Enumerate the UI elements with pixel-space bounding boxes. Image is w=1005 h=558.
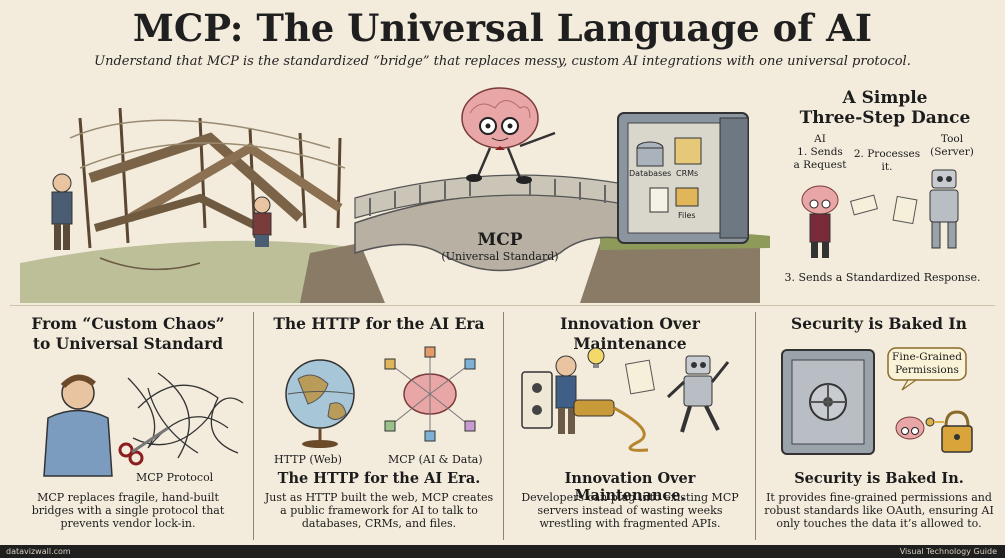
left-rock (300, 243, 385, 303)
footer-bar: datavizwall.com Visual Technology Guide (0, 545, 1005, 558)
panel3-body: Developers can plug into existing MCP se… (508, 491, 752, 530)
panel-http: The HTTP for the AI Era (258, 314, 500, 542)
dance-title-line1: A Simple (842, 88, 928, 108)
panel-innovation: Innovation Over Maintenance (508, 314, 752, 542)
right-rock (580, 238, 760, 303)
stone-bridge-icon (354, 174, 646, 272)
ai-brain-icon (801, 185, 839, 258)
frustrated-person-icon (51, 173, 73, 250)
vault-label-files: Files (678, 211, 696, 220)
globe-icon (285, 359, 355, 448)
step2-line2: it. (881, 161, 893, 173)
panel1-body-line2: bridges with a single protocol that (31, 504, 225, 517)
panel2-title: The HTTP for the AI Era (273, 314, 485, 333)
panel1-illustration (43, 372, 244, 477)
permissions-bubble: Fine-Grained Permissions (888, 351, 966, 377)
brain-character-icon (461, 87, 556, 184)
panel3-body-line1: Developers can plug into existing MCP (521, 491, 739, 504)
footer-tagline: Visual Technology Guide (899, 547, 997, 556)
panel2-body-line1: Just as HTTP built the web, MCP creates (264, 491, 494, 504)
panel4-caption: Security is Baked In. (794, 470, 964, 487)
api-scroll-icon (624, 359, 656, 395)
panel4-body: It provides fine-grained permissions and… (760, 491, 998, 530)
scissors-icon (118, 426, 169, 466)
developer-person-icon (555, 355, 577, 434)
column-divider-3 (755, 312, 756, 540)
speech-bubble-icon (887, 347, 967, 391)
step2-line1: 2. Processes (853, 148, 921, 160)
vault-label-crms: CRMs (676, 169, 698, 178)
ai-network-brain-icon (384, 346, 476, 442)
hero-scene: Databases CRMs Files (20, 87, 959, 303)
bubble-line2: Permissions (895, 364, 959, 376)
panel-security: Security is Baked In (760, 314, 998, 542)
step1-line1: 1. Sends (797, 146, 843, 158)
worker-person-icon (252, 196, 272, 247)
panel3-body-line3: wrestling with fragmented APIs. (539, 517, 721, 530)
panel1-title-line1: From “Custom Chaos” (31, 314, 225, 333)
column-divider-1 (253, 312, 254, 540)
small-brain-icon (895, 416, 925, 440)
key-icon (925, 417, 944, 427)
data-vault-icon (617, 112, 749, 244)
step-tool: Tool (Server) (922, 133, 982, 159)
panel3-body-line2: servers instead of wasting weeks (537, 504, 723, 517)
panel4-body-line1: It provides fine-grained permissions and (766, 491, 992, 504)
panel2-body-line2: a public framework for AI to talk to (280, 504, 478, 517)
step1-line2: a Request (793, 159, 847, 171)
panel3-title: Innovation Over Maintenance (560, 314, 700, 353)
dancing-robot-icon (666, 355, 730, 433)
vault-label-databases: Databases (629, 169, 671, 178)
panel2-body-line3: databases, CRMs, and files. (301, 517, 457, 530)
panel2-body: Just as HTTP built the web, MCP creates … (258, 491, 500, 530)
panel1-illustration-label: MCP Protocol (136, 471, 214, 484)
vault-door-icon (781, 349, 875, 455)
panel-custom-chaos: From “Custom Chaos” to Universal Standar… (8, 314, 248, 542)
column-divider-2 (503, 312, 504, 540)
footer-site-link[interactable]: datavizwall.com (6, 547, 71, 556)
panel4-illustration (781, 347, 973, 455)
panel1-body-line3: prevents vendor lock-in. (60, 517, 196, 530)
page-title: MCP: The Universal Language of AI (132, 6, 873, 50)
panel1-title: From “Custom Chaos” to Universal Standar… (8, 314, 248, 354)
panel3-illustration (521, 347, 730, 452)
panel1-title-line2: to Universal Standard (32, 334, 224, 353)
bridge-sublabel: (Universal Standard) (441, 250, 559, 263)
stressed-developer-icon (43, 374, 113, 477)
dance-title-line2: Three-Step Dance (799, 108, 971, 128)
plug-icon (573, 399, 649, 452)
panel2-label-right: MCP (AI & Data) (388, 453, 483, 466)
step-2: 2. Processes it. (848, 148, 926, 174)
step-ai: AI 1. Sends a Request (790, 133, 850, 172)
dance-title: A Simple Three-Step Dance (790, 88, 980, 128)
bubble-line1: Fine-Grained (892, 351, 962, 363)
panel4-title: Security is Baked In (791, 314, 967, 333)
infographic: MCP: The Universal Language of AI Unders… (0, 6, 1005, 542)
page-subtitle: Understand that MCP is the standardized … (94, 54, 911, 69)
tool-robot-icon (929, 169, 959, 249)
panel2-illustration (285, 346, 476, 448)
panel4-body-line3: only touches the data it’s allowed to. (776, 517, 982, 530)
panel2-caption: The HTTP for the AI Era. (277, 470, 481, 487)
lightbulb-icon (587, 347, 605, 368)
panel3-caption: Innovation Over Maintenance. (564, 470, 696, 504)
tool-line1: Tool (940, 133, 964, 145)
tool-line2: (Server) (930, 146, 974, 158)
step3: 3. Sends a Standardized Response. (784, 271, 981, 284)
panel1-body: MCP replaces fragile, hand-built bridges… (8, 491, 248, 530)
section-divider (10, 305, 995, 306)
broken-bridges-icon (69, 107, 346, 271)
step-ai-label: AI (814, 133, 826, 145)
panel4-body-line2: robust standards like OAuth, ensuring AI (764, 504, 994, 517)
request-paper-icon (849, 194, 918, 225)
hero-illustration: Databases CRMs Files (0, 78, 1005, 303)
padlock-icon (941, 410, 973, 453)
tangled-cables-icon (127, 372, 244, 459)
wall-outlet-icon (521, 371, 553, 429)
left-cliff (20, 240, 360, 303)
bridge-label: MCP (477, 230, 523, 250)
panel2-label-left: HTTP (Web) (274, 453, 342, 466)
panel1-body-line1: MCP replaces fragile, hand-built (37, 491, 219, 504)
